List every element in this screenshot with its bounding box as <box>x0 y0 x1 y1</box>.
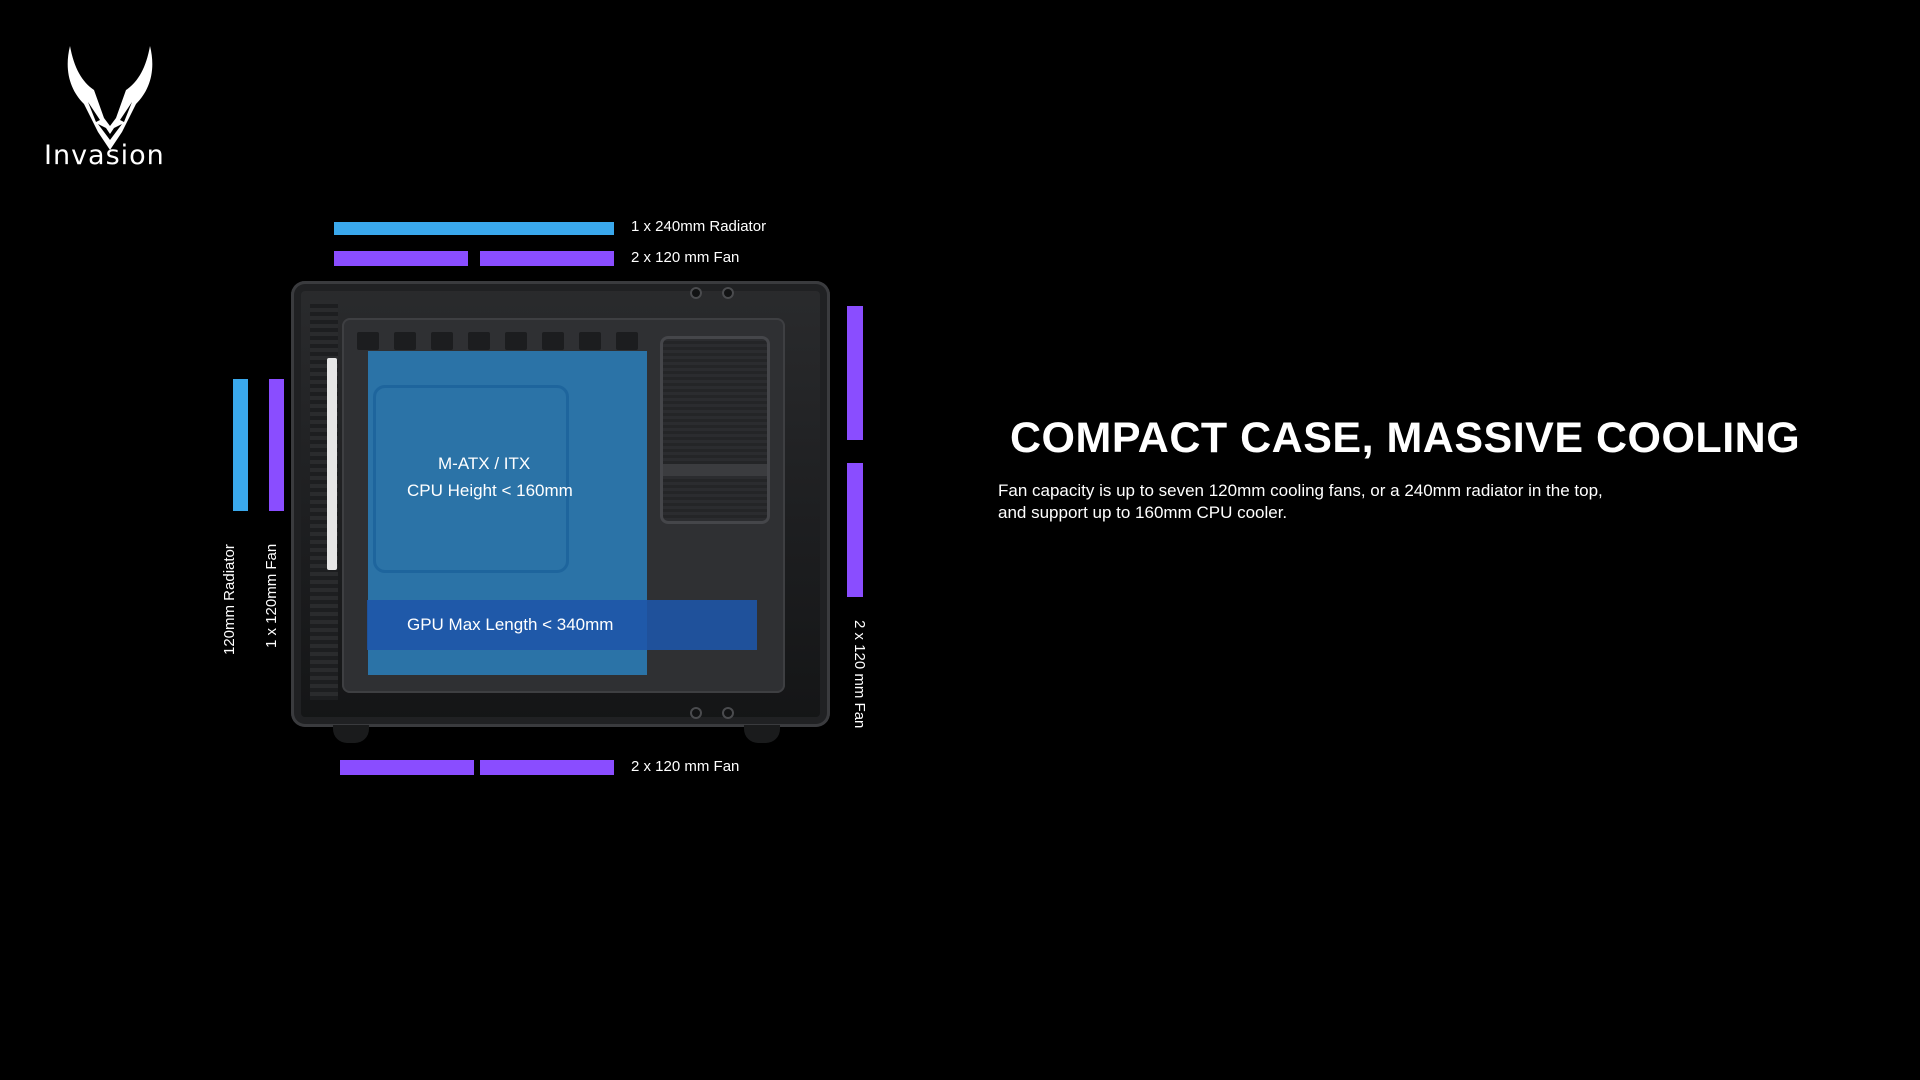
description-line-2: and support up to 160mm CPU cooler. <box>998 503 1288 522</box>
case-vent-slot <box>394 332 416 350</box>
drive-cage <box>660 336 770 524</box>
front-fans-label: 2 x 120 mm Fan <box>851 620 868 729</box>
case-vent-slot <box>616 332 638 350</box>
case-vent-slot <box>357 332 379 350</box>
bottom-fan-bar-1 <box>340 760 474 775</box>
gpu-area-overlay <box>367 600 757 650</box>
case-screw <box>722 707 734 719</box>
drive-cage-divider <box>663 464 767 476</box>
rear-io-strip <box>327 358 337 570</box>
case-screw <box>690 287 702 299</box>
front-fan-bar-2 <box>847 463 863 597</box>
description-line-1: Fan capacity is up to seven 120mm coolin… <box>998 481 1603 500</box>
case-vent-slot <box>579 332 601 350</box>
case-vent-slot <box>505 332 527 350</box>
case-vent-slot <box>468 332 490 350</box>
case-screw <box>722 287 734 299</box>
top-radiator-label: 1 x 240mm Radiator <box>631 218 767 235</box>
rear-radiator-label: 120mm Radiator <box>221 544 238 655</box>
rear-fan-bar <box>269 379 284 511</box>
front-fan-bar-1 <box>847 306 863 440</box>
motherboard-form-factor-label: M-ATX / ITX <box>438 454 531 473</box>
motherboard-outline <box>373 385 569 573</box>
rear-fan-label: 1 x 120mm Fan <box>263 543 280 648</box>
top-fans-label: 2 x 120 mm Fan <box>631 249 740 266</box>
invasion-logo-icon <box>67 46 153 150</box>
top-fan-bar-2 <box>480 251 614 266</box>
brand-wordmark: Invasion <box>44 140 165 171</box>
cpu-height-label: CPU Height < 160mm <box>407 481 573 500</box>
case-foot-right <box>744 725 780 743</box>
bottom-fan-bar-2 <box>480 760 614 775</box>
top-radiator-bar <box>334 222 614 235</box>
case-vent-slot <box>431 332 453 350</box>
bottom-fans-label: 2 x 120 mm Fan <box>631 758 740 775</box>
headline: COMPACT CASE, MASSIVE COOLING <box>1010 414 1801 462</box>
rear-radiator-bar <box>233 379 248 511</box>
case-foot-left <box>333 725 369 743</box>
top-fan-bar-1 <box>334 251 468 266</box>
case-screw <box>690 707 702 719</box>
case-vent-slot <box>542 332 564 350</box>
gpu-length-label: GPU Max Length < 340mm <box>407 615 614 634</box>
